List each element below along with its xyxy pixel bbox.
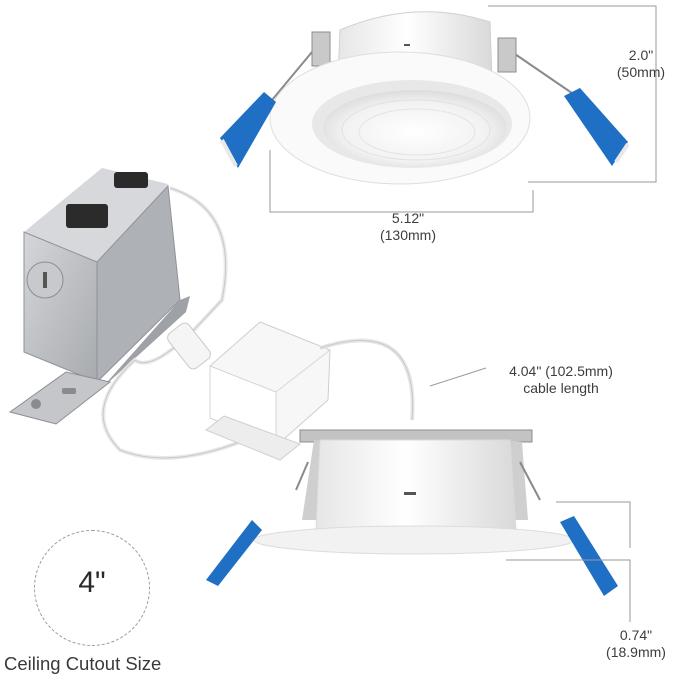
top-fixture [220, 11, 630, 185]
cable-length-value: 4.04" (102.5mm) [509, 363, 613, 379]
diameter-label: 5.12" (130mm) [360, 210, 456, 244]
junction-box [8, 168, 190, 425]
cutout-circle [34, 530, 150, 646]
height-inches: 2.0" [628, 47, 654, 63]
diameter-inches: 5.12" [391, 210, 425, 226]
dimension-lines-top [269, 5, 657, 213]
diameter-mm: (130mm) [379, 227, 436, 243]
cutout-size-value: 4" [78, 566, 106, 599]
height-mm: (50mm) [616, 64, 666, 80]
dimension-lines-bottom [506, 501, 631, 622]
trim-inches: 0.74" [619, 627, 653, 643]
bottom-fixture [206, 429, 618, 596]
driver-box [205, 321, 331, 461]
trim-mm: (18.9mm) [606, 644, 666, 660]
cable-length-caption: cable length [523, 380, 599, 396]
trim-depth-label: 0.74" (18.9mm) [596, 627, 676, 661]
height-label: 2.0" (50mm) [606, 47, 676, 81]
cable-length-label: 4.04" (102.5mm) cable length [486, 363, 636, 397]
cutout-size-caption: Ceiling Cutout Size [4, 653, 162, 674]
